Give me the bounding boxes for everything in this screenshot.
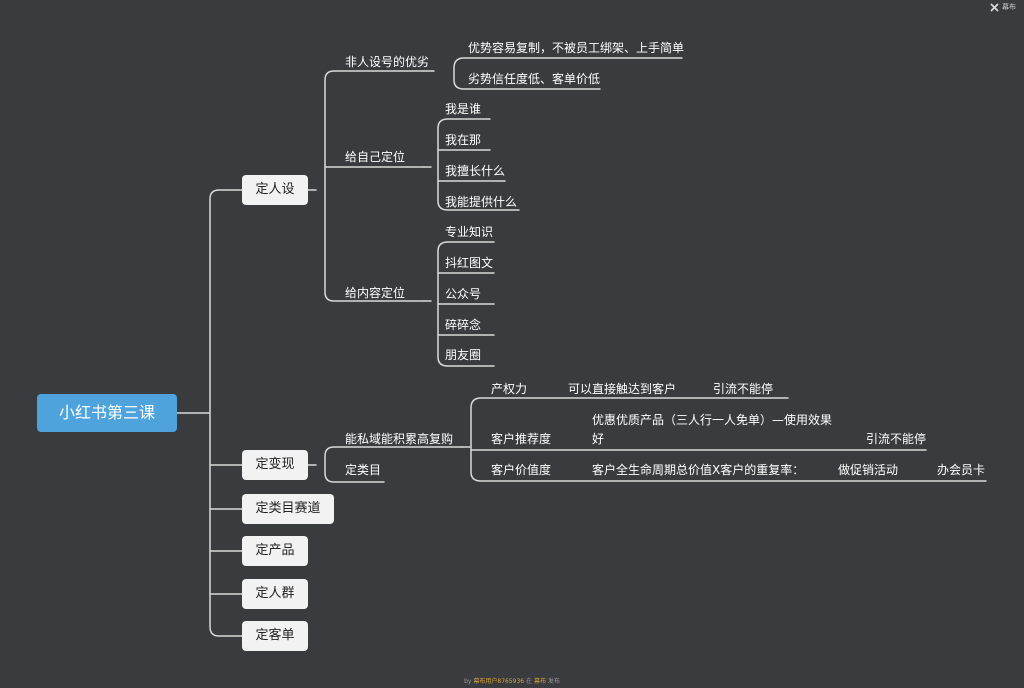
leaf-wo-shanchang[interactable]: 我擅长什么 [445, 164, 506, 178]
row-tuijiandu-detail-1[interactable]: 优惠优质产品（三人行一人免单）—使用效果 [592, 413, 833, 427]
leaf-zhuanye-zhishi[interactable]: 专业知识 [445, 225, 494, 239]
leaf-lieshi[interactable]: 劣势信任度低、客单价低 [468, 72, 601, 86]
mubu-logo-icon [990, 2, 999, 12]
footer-app[interactable]: 幕布 [533, 678, 546, 685]
leaf-gongzhonghao[interactable]: 公众号 [445, 287, 482, 301]
brand-mark[interactable]: 幕布 [990, 2, 1016, 12]
leaf-suisuinian[interactable]: 碎碎念 [445, 318, 482, 332]
row-tuijiandu-tail[interactable]: 引流不能停 [866, 432, 927, 446]
branch-ding-leimu[interactable]: 定类目 [345, 463, 382, 477]
branch-siyu-fugou[interactable]: 能私域能积累高复购 [345, 432, 454, 446]
row-jiazhidu-detail[interactable]: 客户全生命周期总价值X客户的重复率： [592, 463, 805, 477]
node-ding-kedan[interactable]: 定客单 [242, 621, 308, 651]
row-jiazhidu-cuxiao[interactable]: 做促销活动 [838, 463, 899, 477]
brand-label: 幕布 [1002, 3, 1016, 11]
leaf-youshi[interactable]: 优势容易复制，不被员工绑架、上手简单 [468, 41, 685, 55]
leaf-douhong-tuwen[interactable]: 抖红图文 [445, 256, 494, 270]
row-jiazhidu-label[interactable]: 客户价值度 [491, 463, 552, 477]
footer-mid: 在 [524, 678, 534, 685]
branch-fei-renshe[interactable]: 非人设号的优劣 [345, 55, 430, 69]
node-ding-bianxian[interactable]: 定变现 [242, 450, 308, 480]
footer-prefix: by [464, 678, 474, 685]
node-ding-chanpin[interactable]: 定产品 [242, 536, 308, 566]
footer-credit: by 幕布用户8765936 在 幕布 发布 [0, 676, 1024, 685]
node-ding-leimu-saidao[interactable]: 定类目赛道 [242, 494, 334, 524]
footer-user[interactable]: 幕布用户8765936 [473, 678, 525, 685]
branch-gei-neirong-dingwei[interactable]: 给内容定位 [345, 286, 406, 300]
row-chanquanli-detail[interactable]: 可以直接触达到客户 [568, 382, 677, 396]
node-ding-renshe[interactable]: 定人设 [242, 175, 308, 205]
branch-gei-ziji-dingwei[interactable]: 给自己定位 [345, 150, 406, 164]
row-jiazhidu-tail[interactable]: 办会员卡 [937, 463, 986, 477]
footer-suffix: 发布 [545, 678, 560, 685]
leaf-wo-zai-na[interactable]: 我在那 [445, 133, 482, 147]
row-chanquanli-label[interactable]: 产权力 [491, 382, 528, 396]
leaf-wo-neng-tigong[interactable]: 我能提供什么 [445, 195, 518, 209]
row-chanquanli-tail[interactable]: 引流不能停 [713, 382, 774, 396]
leaf-wo-shi-shui[interactable]: 我是谁 [445, 102, 482, 116]
node-ding-renqun[interactable]: 定人群 [242, 579, 308, 609]
root-node[interactable]: 小红书第三课 [37, 394, 177, 432]
leaf-pengyouquan[interactable]: 朋友圈 [445, 348, 482, 362]
row-tuijiandu-label[interactable]: 客户推荐度 [491, 432, 552, 446]
row-tuijiandu-detail-2[interactable]: 好 [592, 432, 605, 446]
